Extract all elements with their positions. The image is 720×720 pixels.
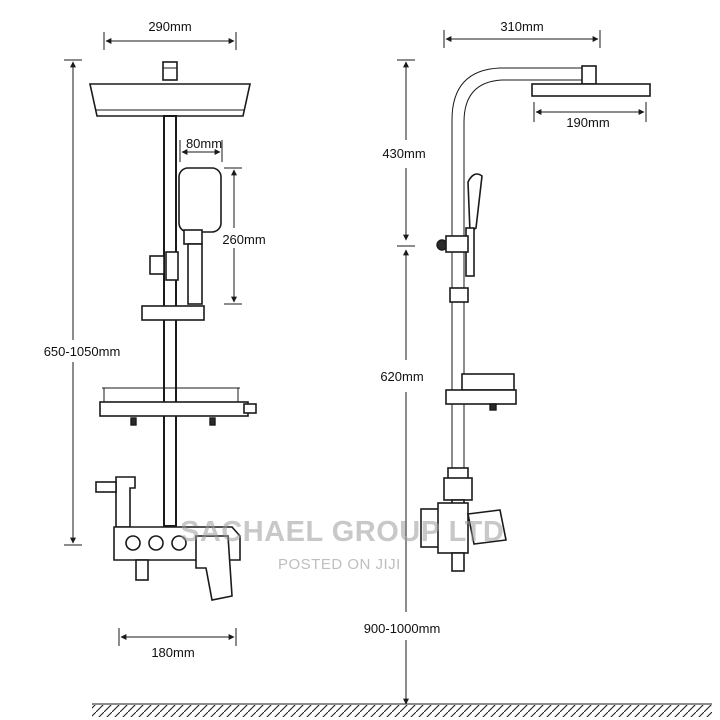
front-base-width-dimension: 180mm	[118, 628, 237, 660]
front-base-width-label: 180mm	[151, 645, 194, 660]
watermark-posted: POSTED ON JIJI	[278, 556, 401, 573]
floor-line	[92, 703, 712, 717]
front-handheld-width-label: 80mm	[186, 136, 222, 151]
side-rain-shower-head	[531, 65, 651, 97]
side-upper-height-label: 430mm	[382, 146, 425, 161]
side-floor-height-label: 900-1000mm	[364, 621, 441, 636]
front-total-height-label: 650-1050mm	[44, 344, 121, 359]
front-soap-shelf	[99, 387, 257, 426]
side-mixer-valve	[420, 467, 507, 572]
side-arm-reach-dimension: 310mm	[443, 19, 601, 48]
side-arm-reach-label: 310mm	[500, 19, 543, 34]
front-top-width-label: 290mm	[148, 19, 191, 34]
front-top-width-dimension: 290mm	[103, 19, 237, 50]
front-handheld-shower	[141, 167, 222, 321]
front-handheld-height-dimension: 260mm	[222, 167, 266, 305]
front-total-height-dimension: 650-1050mm	[44, 59, 121, 546]
side-head-width-label: 190mm	[566, 115, 609, 130]
side-head-width-dimension: 190mm	[533, 102, 647, 130]
watermark-company: SACHAEL GROUP LTD	[180, 516, 504, 548]
front-view: 290mm 650-1050mm	[44, 19, 266, 660]
watermark: SACHAEL GROUP LTD POSTED ON JIJI	[180, 516, 504, 573]
side-handheld-shower	[436, 173, 483, 303]
side-soap-shelf	[445, 373, 517, 411]
side-height-dimension: 430mm 620mm 900-1000mm	[364, 59, 441, 705]
front-rain-shower-head	[89, 61, 251, 117]
front-mixer-valve	[95, 476, 241, 601]
front-riser-pipe	[163, 115, 177, 527]
front-handheld-width-dimension: 80mm	[179, 136, 223, 162]
side-curved-riser	[451, 67, 586, 520]
front-handheld-height-label: 260mm	[222, 232, 265, 247]
side-view: 310mm 430mm 620mm 900-1000mm	[92, 19, 712, 717]
side-lower-height-label: 620mm	[380, 369, 423, 384]
